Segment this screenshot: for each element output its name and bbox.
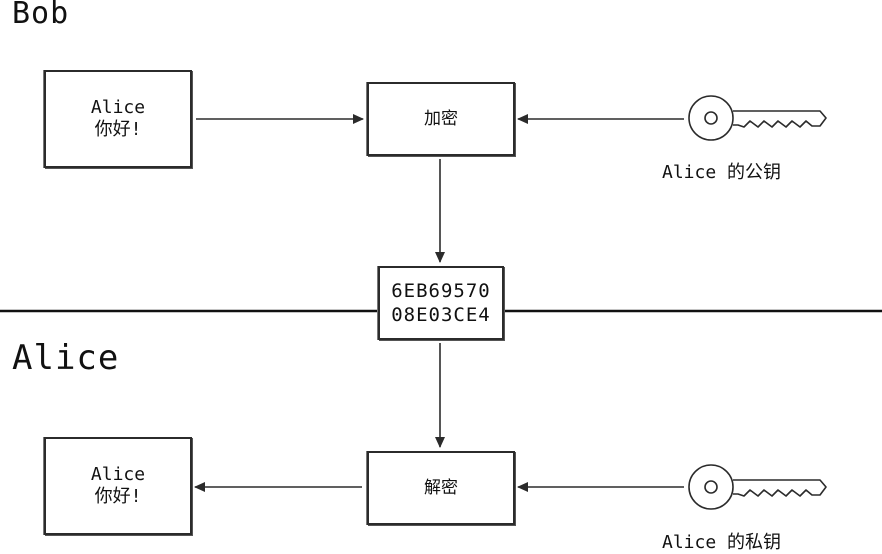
encrypt-label: 加密 bbox=[424, 109, 458, 129]
private-key-icon bbox=[688, 464, 827, 510]
encrypt-box: 加密 bbox=[367, 82, 515, 156]
plaintext-box-alice: Alice 你好! bbox=[44, 437, 192, 535]
plaintext-line-2: 你好! bbox=[94, 486, 142, 507]
ciphertext-line-2: 08E03CE4 bbox=[391, 304, 491, 326]
section-title-alice: Alice bbox=[12, 338, 120, 378]
ciphertext-line-1: 6EB69570 bbox=[391, 280, 491, 302]
decrypt-box: 解密 bbox=[367, 451, 515, 525]
public-key-label: Alice 的公钥 bbox=[662, 162, 782, 183]
plaintext-line-1: Alice bbox=[90, 97, 146, 118]
plaintext-line-2: 你好! bbox=[94, 119, 142, 140]
decrypt-label: 解密 bbox=[424, 478, 458, 498]
public-key-icon bbox=[688, 95, 827, 141]
plaintext-line-1: Alice bbox=[90, 464, 146, 485]
plaintext-box-bob: Alice 你好! bbox=[44, 70, 192, 168]
private-key-label: Alice 的私钥 bbox=[662, 532, 782, 553]
ciphertext-box: 6EB69570 08E03CE4 bbox=[378, 266, 504, 340]
section-title-bob: Bob bbox=[12, 0, 70, 31]
